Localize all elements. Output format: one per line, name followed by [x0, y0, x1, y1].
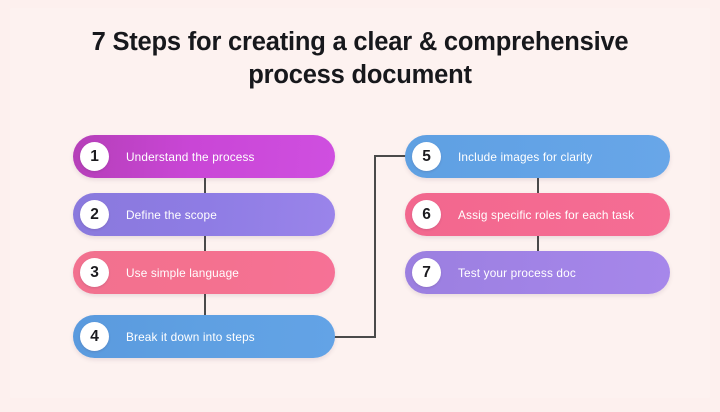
step-label-3: Use simple language	[126, 265, 240, 280]
step-number-badge-2: 2	[80, 200, 109, 229]
step-label-7: Test your process doc	[458, 265, 576, 280]
connector-step1-step2	[204, 178, 206, 200]
step-item-4[interactable]: 4 Break it down into steps	[73, 315, 335, 358]
step-item-2[interactable]: 2 Define the scope	[73, 193, 335, 236]
step-item-7[interactable]: 7 Test your process doc	[405, 251, 670, 294]
step-item-6[interactable]: 6 Assig specific roles for each task	[405, 193, 670, 236]
step-item-3[interactable]: 3 Use simple language	[73, 251, 335, 294]
connector-step2-step3	[204, 236, 206, 258]
page-title-line-2: process document	[248, 60, 472, 89]
step-number-badge-6: 6	[412, 200, 441, 229]
step-number-badge-5: 5	[412, 142, 441, 171]
connector-step6-step7	[537, 236, 539, 258]
step-item-5[interactable]: 5 Include images for clarity	[405, 135, 670, 178]
step-number-badge-1: 1	[80, 142, 109, 171]
connector-step5-step6	[537, 178, 539, 200]
step-label-6: Assig specific roles for each task	[458, 207, 635, 222]
step-label-4: Break it down into steps	[126, 329, 255, 344]
connector-step3-step4	[204, 294, 206, 316]
step-label-1: Understand the process	[126, 149, 255, 164]
step-label-2: Define the scope	[126, 207, 217, 222]
step-label-5: Include images for clarity	[458, 149, 593, 164]
step-number-badge-7: 7	[412, 258, 441, 287]
step-item-1[interactable]: 1 Understand the process	[73, 135, 335, 178]
page-title: 7 Steps for creating a clear & comprehen…	[40, 26, 680, 91]
step-number-badge-4: 4	[80, 322, 109, 351]
step-number-badge-3: 3	[80, 258, 109, 287]
page-title-line-1: 7 Steps for creating a clear & comprehen…	[91, 28, 629, 56]
